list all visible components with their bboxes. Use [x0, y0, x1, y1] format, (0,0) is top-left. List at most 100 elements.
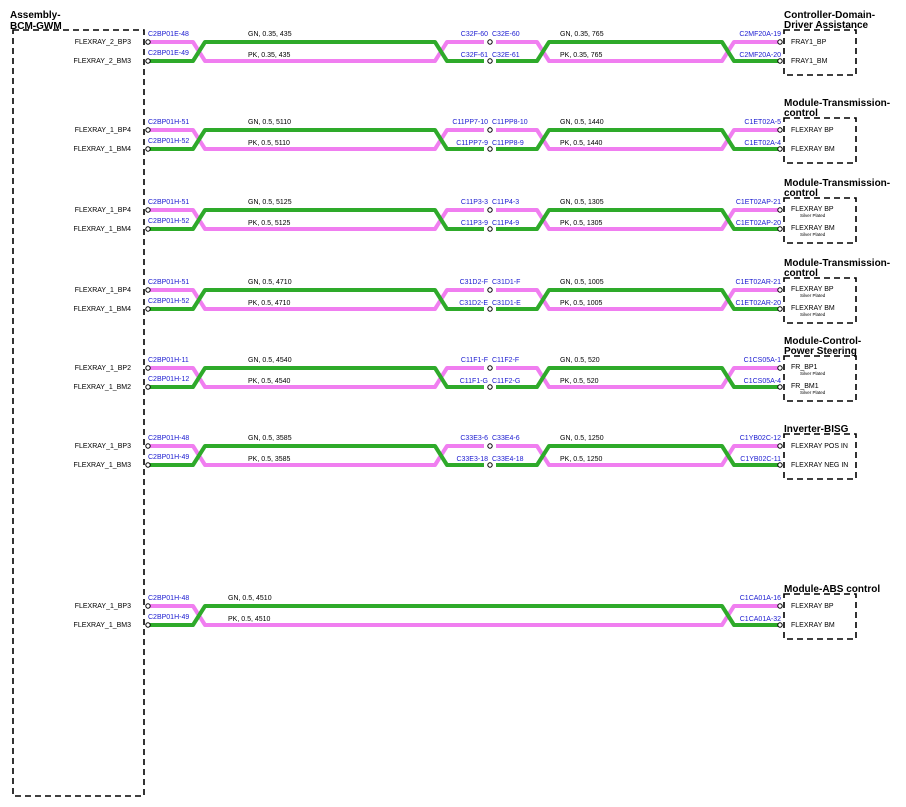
terminal-right	[777, 443, 783, 449]
bcm-signal-label: FLEXRAY_1_BP4	[75, 287, 131, 294]
module-pin-label: C1CS05A-4	[744, 378, 781, 385]
bcm-signal-label: FLEXRAY_1_BM4	[74, 146, 132, 153]
wire-rows: FLEXRAY_2_BP3FLEXRAY_2_BM3C2BP01E-48C2BP…	[74, 10, 890, 640]
wire-gn-seg2	[496, 208, 780, 231]
terminal-left	[145, 207, 151, 213]
inline-pin-label: C11PP8-9	[492, 140, 524, 147]
module-signal-label: FR_BP1	[791, 364, 818, 371]
inline-connector-terminal	[487, 207, 493, 213]
wire-spec-label: PK, 0.5, 520	[560, 378, 599, 385]
bcm-pin-label: C2BP01H-49	[148, 614, 189, 621]
wire-spec-label: PK, 0.35, 765	[560, 52, 603, 59]
wire-spec-label: GN, 0.5, 4710	[248, 279, 292, 286]
terminal-left	[145, 226, 151, 232]
module-pin-label: C1ET02AR-21	[735, 279, 781, 286]
module-signal-label: FR_BM1	[791, 383, 819, 390]
bcm-signal-label: FLEXRAY_1_BP3	[75, 603, 131, 610]
terminal-left	[145, 462, 151, 468]
silver-plated-note: Silver Plated	[800, 390, 826, 395]
inline-pin-label: C11P3-3	[461, 199, 488, 206]
inline-pin-label: C11P3-9	[461, 220, 488, 227]
inline-pin-label: C31D2-F	[460, 279, 488, 286]
inline-pin-label: C31D1-F	[492, 279, 520, 286]
wire-gn-seg1	[148, 288, 484, 311]
inline-pin-label: C33E4-6	[492, 435, 520, 442]
terminal-right	[777, 146, 783, 152]
terminal-left	[145, 384, 151, 390]
inline-connector-terminal	[487, 146, 493, 152]
terminal-right	[777, 287, 783, 293]
wire-row: FLEXRAY_1_BP3FLEXRAY_1_BM3C2BP01H-48C2BP…	[74, 424, 857, 480]
silver-plated-note: Silver Plated	[800, 371, 826, 376]
wire-spec-label: PK, 0.5, 5125	[248, 220, 291, 227]
wire-gn-seg1	[148, 444, 484, 467]
wire-spec-label: GN, 0.35, 435	[248, 31, 292, 38]
module-title: Driver Assistance	[784, 20, 869, 31]
wire-gn-seg1	[148, 604, 780, 627]
bcm-title-line2: BCM-GWM	[10, 21, 62, 32]
wire-spec-label: GN, 0.5, 520	[560, 357, 600, 364]
inline-pin-label: C31D1-E	[492, 300, 521, 307]
module-box	[783, 117, 857, 164]
wire-row: FLEXRAY_1_BP4FLEXRAY_1_BM4C2BP01H-51C2BP…	[74, 178, 890, 244]
inline-pin-label: C11PP7-10	[452, 119, 488, 126]
module-pin-label: C1YB02C-12	[740, 435, 781, 442]
bcm-title-line1: Assembly-	[10, 10, 61, 21]
module-title: Controller-Domain-	[784, 10, 875, 21]
bcm-signal-label: FLEXRAY_1_BM3	[74, 622, 132, 629]
silver-plated-note: Silver Plated	[800, 213, 826, 218]
wire-row: FLEXRAY_2_BP3FLEXRAY_2_BM3C2BP01E-48C2BP…	[74, 10, 875, 76]
module-title: control	[784, 108, 818, 119]
wire-pk-seg1	[148, 128, 484, 151]
wire-spec-label: PK, 0.35, 435	[248, 52, 291, 59]
wire-gn-seg2	[496, 366, 780, 389]
wire-gn-seg2	[496, 128, 780, 151]
inline-connector-terminal	[487, 58, 493, 64]
bcm-pin-label: C2BP01H-51	[148, 279, 189, 286]
inline-pin-label: C11PP7-9	[456, 140, 488, 147]
inline-pin-label: C11F2-G	[492, 378, 520, 385]
inline-connector-terminal	[487, 127, 493, 133]
module-title: control	[784, 188, 818, 199]
terminal-left	[145, 443, 151, 449]
wire-spec-label: GN, 0.5, 5110	[248, 119, 291, 126]
inline-connector-terminal	[487, 287, 493, 293]
wire-pk-seg2	[496, 40, 780, 63]
wire-pk-seg1	[148, 444, 484, 467]
bcm-signal-label: FLEXRAY_1_BM3	[74, 462, 132, 469]
terminal-right	[777, 462, 783, 468]
bcm-pin-label: C2BP01H-48	[148, 595, 189, 602]
bcm-signal-label: FLEXRAY_1_BM2	[74, 384, 132, 391]
terminal-left	[145, 603, 151, 609]
wire-spec-label: GN, 0.5, 1305	[560, 199, 604, 206]
module-signal-label: FRAY1_BM	[791, 58, 828, 65]
module-signal-label: FLEXRAY BP	[791, 286, 834, 293]
module-signal-label: FLEXRAY BM	[791, 305, 835, 312]
module-title: Power Steering	[784, 346, 857, 357]
inline-connector-terminal	[487, 462, 493, 468]
wire-pk-seg2	[496, 128, 780, 151]
wire-spec-label: PK, 0.5, 1005	[560, 300, 603, 307]
wire-spec-label: PK, 0.5, 1440	[560, 140, 603, 147]
module-signal-label: FLEXRAY BM	[791, 622, 835, 629]
wire-row: FLEXRAY_1_BP2FLEXRAY_1_BM2C2BP01H-11C2BP…	[74, 336, 861, 402]
wire-spec-label: GN, 0.5, 5125	[248, 199, 292, 206]
module-pin-label: C1CS05A-1	[744, 357, 781, 364]
bcm-pin-label: C2BP01E-48	[148, 31, 189, 38]
inline-pin-label: C33E3-6	[460, 435, 488, 442]
inline-pin-label: C31D2-E	[459, 300, 488, 307]
module-title: Inverter-BISG	[784, 424, 849, 435]
wire-pk-seg2	[496, 444, 780, 467]
terminal-left	[145, 127, 151, 133]
wire-spec-label: PK, 0.5, 4510	[228, 616, 271, 623]
inline-connector-terminal	[487, 226, 493, 232]
module-title: control	[784, 268, 818, 279]
module-title: Module-ABS control	[784, 584, 880, 595]
module-pin-label: C1YB02C-11	[740, 456, 781, 463]
wire-row: FLEXRAY_1_BP4FLEXRAY_1_BM4C2BP01H-51C2BP…	[74, 258, 890, 324]
terminal-right	[777, 127, 783, 133]
wire-gn-seg2	[496, 288, 780, 311]
module-pin-label: C1ET02AR-20	[735, 300, 781, 307]
inline-pin-label: C11F2-F	[492, 357, 519, 364]
